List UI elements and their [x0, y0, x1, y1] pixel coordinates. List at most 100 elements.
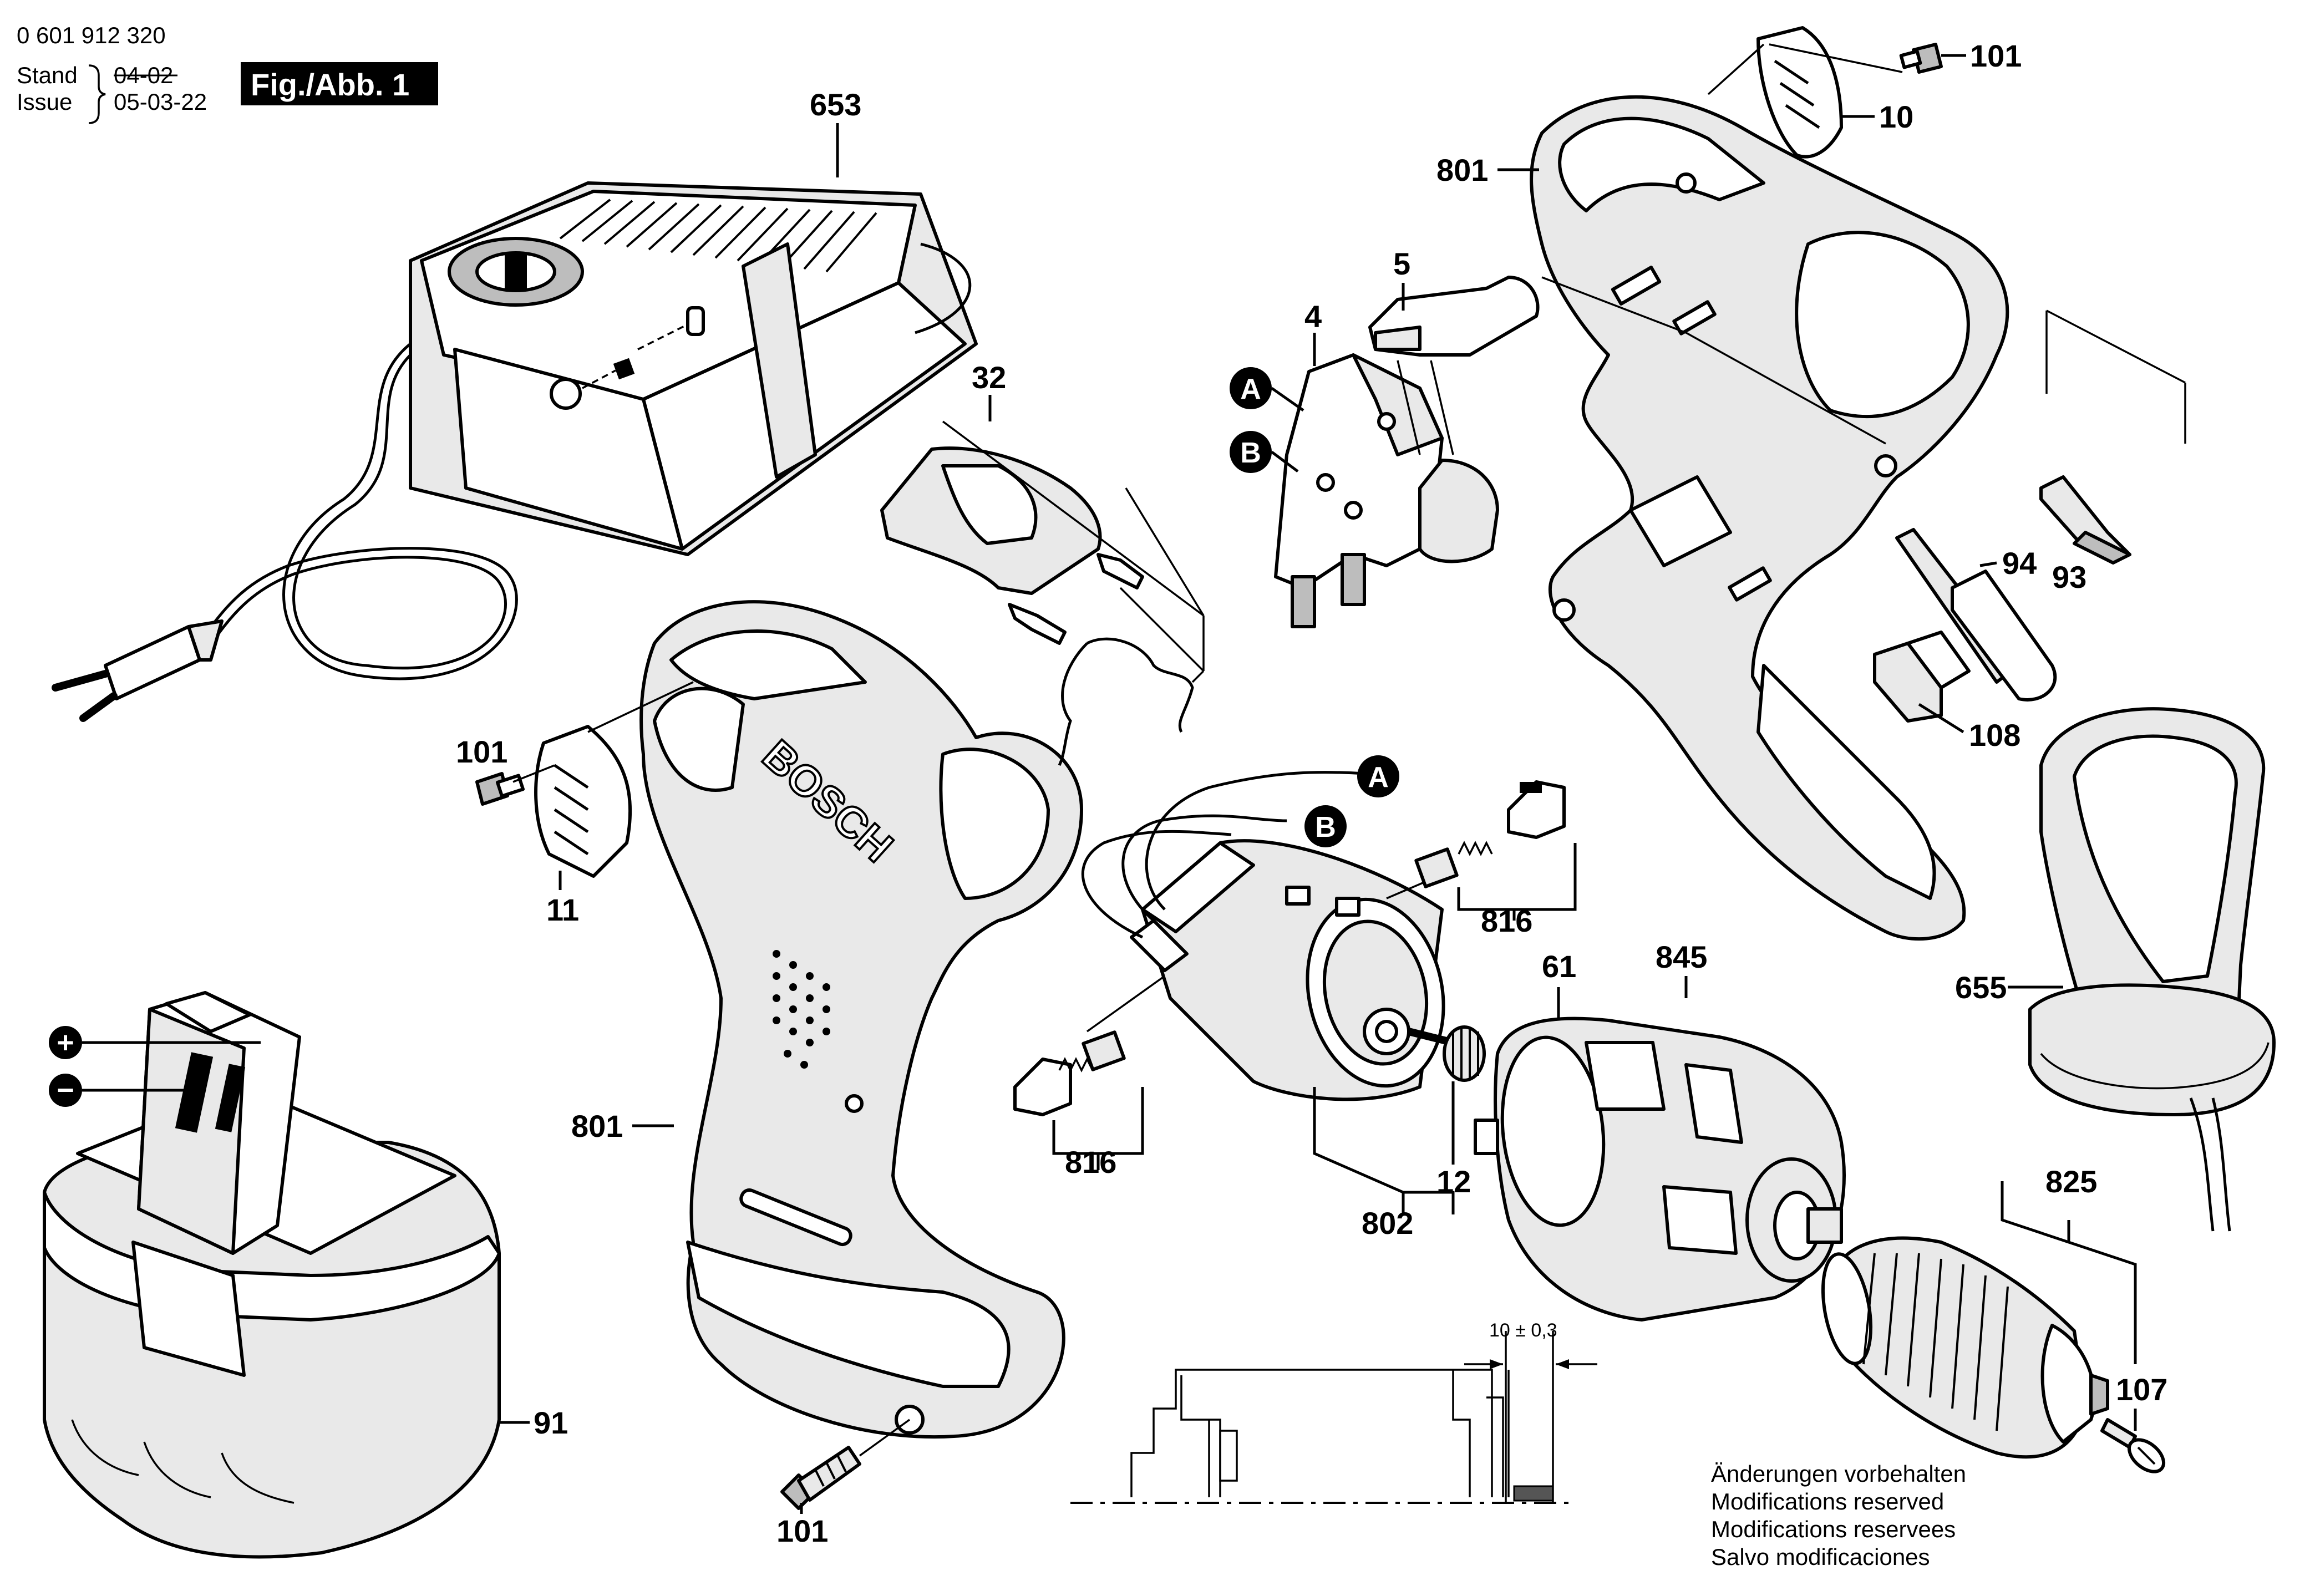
- housing-right-guide-line: [1686, 332, 1886, 445]
- chuck-825-bracket: [2001, 1181, 2137, 1364]
- trigger-stem-line-2: [1397, 360, 1421, 455]
- brush-816-left-bracket: [1052, 1087, 1144, 1170]
- brush-left-guide: [1086, 975, 1166, 1033]
- figure-title: Fig./Abb. 1: [251, 67, 409, 102]
- callout-816-left: 816: [1065, 1145, 1116, 1180]
- callout-825: 825: [2045, 1164, 2097, 1199]
- callout-801-left: 801: [571, 1109, 623, 1143]
- callout-108: 108: [1969, 718, 2020, 753]
- cover-clip-11: [534, 725, 632, 878]
- callout-91: 91: [534, 1405, 568, 1440]
- callout-32: 32: [972, 360, 1006, 395]
- housing-half-left-801: BOSCH: [639, 600, 1083, 1439]
- brush-right-guide: [1386, 881, 1426, 899]
- screw-101-bottom: [780, 1446, 861, 1510]
- callout-845: 845: [1656, 939, 1707, 974]
- modification-notes: Änderungen vorbehalten Modifications res…: [1711, 1461, 1966, 1570]
- bit-93: [2039, 475, 2131, 565]
- gearbox-61: [1474, 1016, 1846, 1321]
- callout-653: 653: [810, 87, 861, 122]
- svg-text:B: B: [1315, 811, 1336, 843]
- svg-text:+: +: [57, 1026, 74, 1059]
- connector-b-switch-leader: [1271, 450, 1299, 473]
- motor-802: [1130, 839, 1445, 1101]
- callout-802: 802: [1362, 1206, 1413, 1241]
- stand-label: Stand: [17, 62, 78, 88]
- holster-655: [2028, 707, 2276, 1232]
- housing-half-right-801: [1530, 95, 2009, 941]
- screw-101-top: [1899, 43, 1943, 74]
- bit-holder-94: [1895, 528, 2057, 702]
- clip-10-to-screw-line: [1769, 43, 1903, 73]
- housing-right-guide-line-2: [1541, 276, 1687, 334]
- callout-94: 94: [2002, 546, 2037, 581]
- svg-text:−: −: [57, 1074, 74, 1107]
- screw-101-bottom-leader: [859, 1419, 911, 1457]
- motor-wires: [1081, 771, 1365, 939]
- note-es: Salvo modificaciones: [1711, 1544, 1930, 1570]
- callout-801-top: 801: [1436, 153, 1488, 187]
- charger-653: [409, 181, 978, 556]
- callout-5: 5: [1393, 246, 1410, 281]
- connector-a-motor: A: [1357, 755, 1399, 797]
- trigger-stem-line: [1430, 360, 1454, 455]
- part-number: 0 601 912 320: [17, 22, 166, 48]
- callout-10: 10: [1879, 99, 1913, 134]
- callout-101-bottom: 101: [776, 1513, 828, 1548]
- plus-terminal-icon: +: [49, 1026, 82, 1059]
- callout-655: 655: [1955, 970, 2007, 1005]
- part-32-bracket: [942, 420, 1205, 683]
- clip-11-leader-line: [587, 681, 694, 733]
- part-32-cover: [880, 446, 1102, 595]
- svg-text:B: B: [1240, 437, 1261, 469]
- trigger-5: [1368, 276, 1540, 357]
- svg-text:A: A: [1240, 373, 1261, 405]
- connector-b-switch: B: [1230, 431, 1272, 473]
- minus-terminal-icon: −: [49, 1074, 82, 1107]
- switch-4: [1274, 353, 1499, 628]
- issue-label: Issue: [17, 89, 72, 115]
- part-32-spring-a: [1096, 553, 1144, 589]
- issue-date: 05-03-22: [114, 89, 207, 115]
- cover-clip-10: [1756, 26, 1843, 159]
- belt-clip-108: [1873, 631, 1971, 723]
- callout-101-top: 101: [1970, 38, 2022, 73]
- charger-cable: [198, 242, 972, 680]
- callout-107: 107: [2116, 1372, 2167, 1407]
- part-32-spring-b: [1008, 603, 1067, 645]
- callout-93: 93: [2052, 560, 2086, 594]
- callout-108-leader: [1918, 703, 1964, 734]
- connector-b-motor: B: [1304, 805, 1347, 847]
- connector-a-switch-leader: [1271, 387, 1304, 412]
- callout-101-left: 101: [456, 734, 507, 769]
- brush-holder-816-left: [1013, 1030, 1126, 1116]
- connector-a-switch: A: [1230, 367, 1272, 409]
- note-en: Modifications reserved: [1711, 1488, 1944, 1514]
- callout-12: 12: [1436, 1164, 1471, 1199]
- screw-101-left: [475, 772, 525, 806]
- callout-11: 11: [546, 892, 579, 927]
- dimension-label: 10 ± 0,3: [1489, 1320, 1557, 1341]
- clip-10-leader-line: [1707, 43, 1765, 95]
- brush-holder-816-right: [1414, 780, 1566, 888]
- battery-pack-91: [43, 991, 501, 1559]
- chuck-825: [1821, 1236, 2109, 1459]
- note-fr: Modifications reservees: [1711, 1516, 1956, 1542]
- chuck-screw-107: [2100, 1418, 2165, 1473]
- note-de: Änderungen vorbehalten: [1711, 1461, 1966, 1487]
- bit-bracket: [2045, 309, 2186, 444]
- motor-802-bracket: [1313, 1087, 1455, 1214]
- part-32-wire-spring: [1058, 637, 1194, 766]
- callout-4: 4: [1304, 299, 1322, 334]
- callout-816-right: 816: [1481, 903, 1532, 938]
- pinion-12: [1408, 1025, 1486, 1082]
- callout-94-leader: [1979, 561, 1997, 567]
- figure-title-box: [241, 62, 438, 105]
- svg-text:A: A: [1368, 761, 1389, 794]
- header-brace: [88, 64, 106, 124]
- section-detail: [1070, 1331, 1597, 1504]
- mains-plug: [52, 619, 224, 722]
- brush-816-right-bracket: [1457, 843, 1577, 921]
- callout-61: 61: [1542, 949, 1576, 984]
